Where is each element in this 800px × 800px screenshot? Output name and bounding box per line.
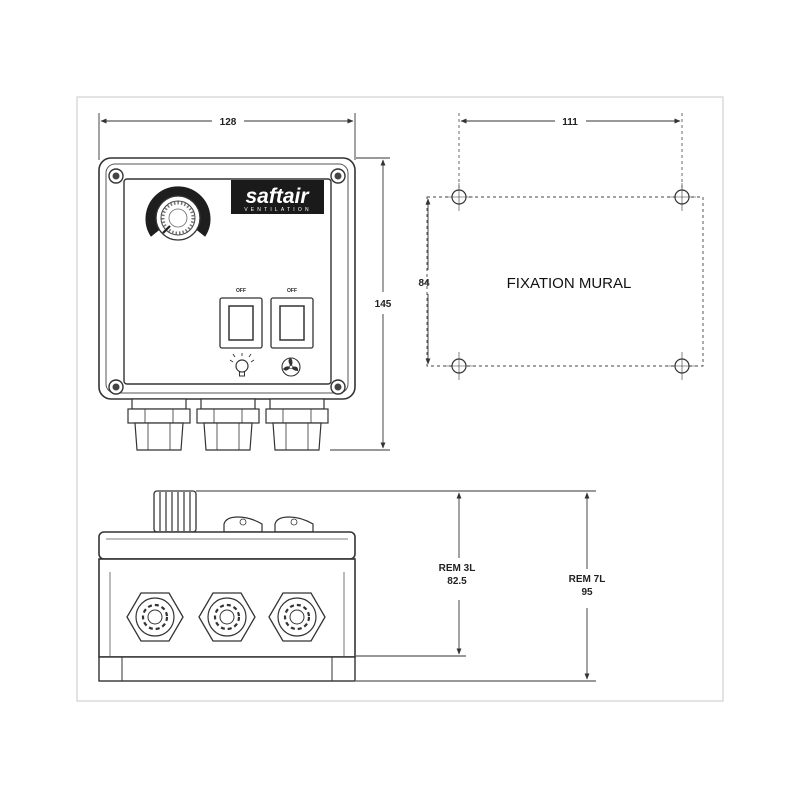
wall-mount-view: 111 84 FIXATION MURAL — [418, 113, 704, 380]
cable-gland-front — [127, 398, 191, 451]
mount-hole — [668, 183, 696, 211]
switch-label-left: OFF — [236, 288, 246, 294]
mount-hole — [668, 352, 696, 380]
dimension-3l-name: REM 3L — [439, 563, 476, 574]
speed-knob-side — [153, 490, 197, 533]
enclosure-rim — [105, 163, 349, 394]
side-view: REM 3L 82.5 REM 7L 95 — [98, 490, 606, 682]
cable-gland-side — [198, 592, 256, 642]
speed-knob[interactable] — [145, 186, 211, 241]
corner-screw — [330, 379, 346, 395]
dimension-height-holes: 84 — [418, 198, 431, 365]
dimension-height-holes-label: 84 — [418, 278, 430, 289]
corner-screw — [108, 379, 124, 395]
side-base — [98, 656, 356, 682]
cable-gland-side — [126, 592, 184, 642]
drawing-frame — [76, 96, 724, 702]
cable-gland-front — [265, 398, 329, 451]
rocker-switch-left[interactable]: OFF — [219, 288, 263, 349]
mount-hole — [445, 352, 473, 380]
wall-mount-label: FIXATION MURAL — [507, 275, 632, 292]
dimension-7l-value: 95 — [581, 587, 593, 598]
corner-screw — [330, 168, 346, 184]
dimension-width-holes-label: 111 — [562, 117, 578, 128]
light-bulb-icon — [229, 353, 255, 377]
corner-screw — [108, 168, 124, 184]
rocker-switch-side — [274, 516, 314, 533]
cable-gland-front — [196, 398, 260, 451]
knob-pointer — [162, 225, 171, 234]
dimension-height-7l: REM 7L 95 — [569, 492, 606, 680]
enclosure-lid — [123, 178, 332, 385]
dimension-height-3l: REM 3L 82.5 — [439, 492, 476, 655]
brand-logo: saftair VENTILATION — [231, 180, 324, 214]
brand-name: saftair — [245, 185, 310, 208]
dimension-height-front: 145 — [330, 157, 392, 451]
dimension-width-front: 128 — [98, 113, 356, 160]
dimension-3l-value: 82.5 — [447, 576, 467, 587]
brand-tagline: VENTILATION — [244, 207, 312, 213]
dimension-7l-name: REM 7L — [569, 574, 606, 585]
rocker-switch-right[interactable]: OFF — [270, 288, 314, 349]
dimension-width-holes: 111 — [458, 113, 683, 190]
front-view: saftair VENTILATION OFF OFF — [98, 113, 392, 451]
switch-label-right: OFF — [287, 288, 297, 294]
fan-icon — [281, 357, 301, 377]
dimension-height-front-label: 145 — [375, 299, 392, 310]
dimension-width-front-label: 128 — [220, 117, 237, 128]
side-lid — [98, 531, 356, 560]
mount-pattern-outline — [426, 196, 704, 367]
rocker-switch-side — [223, 516, 263, 533]
cable-gland-side — [268, 592, 326, 642]
